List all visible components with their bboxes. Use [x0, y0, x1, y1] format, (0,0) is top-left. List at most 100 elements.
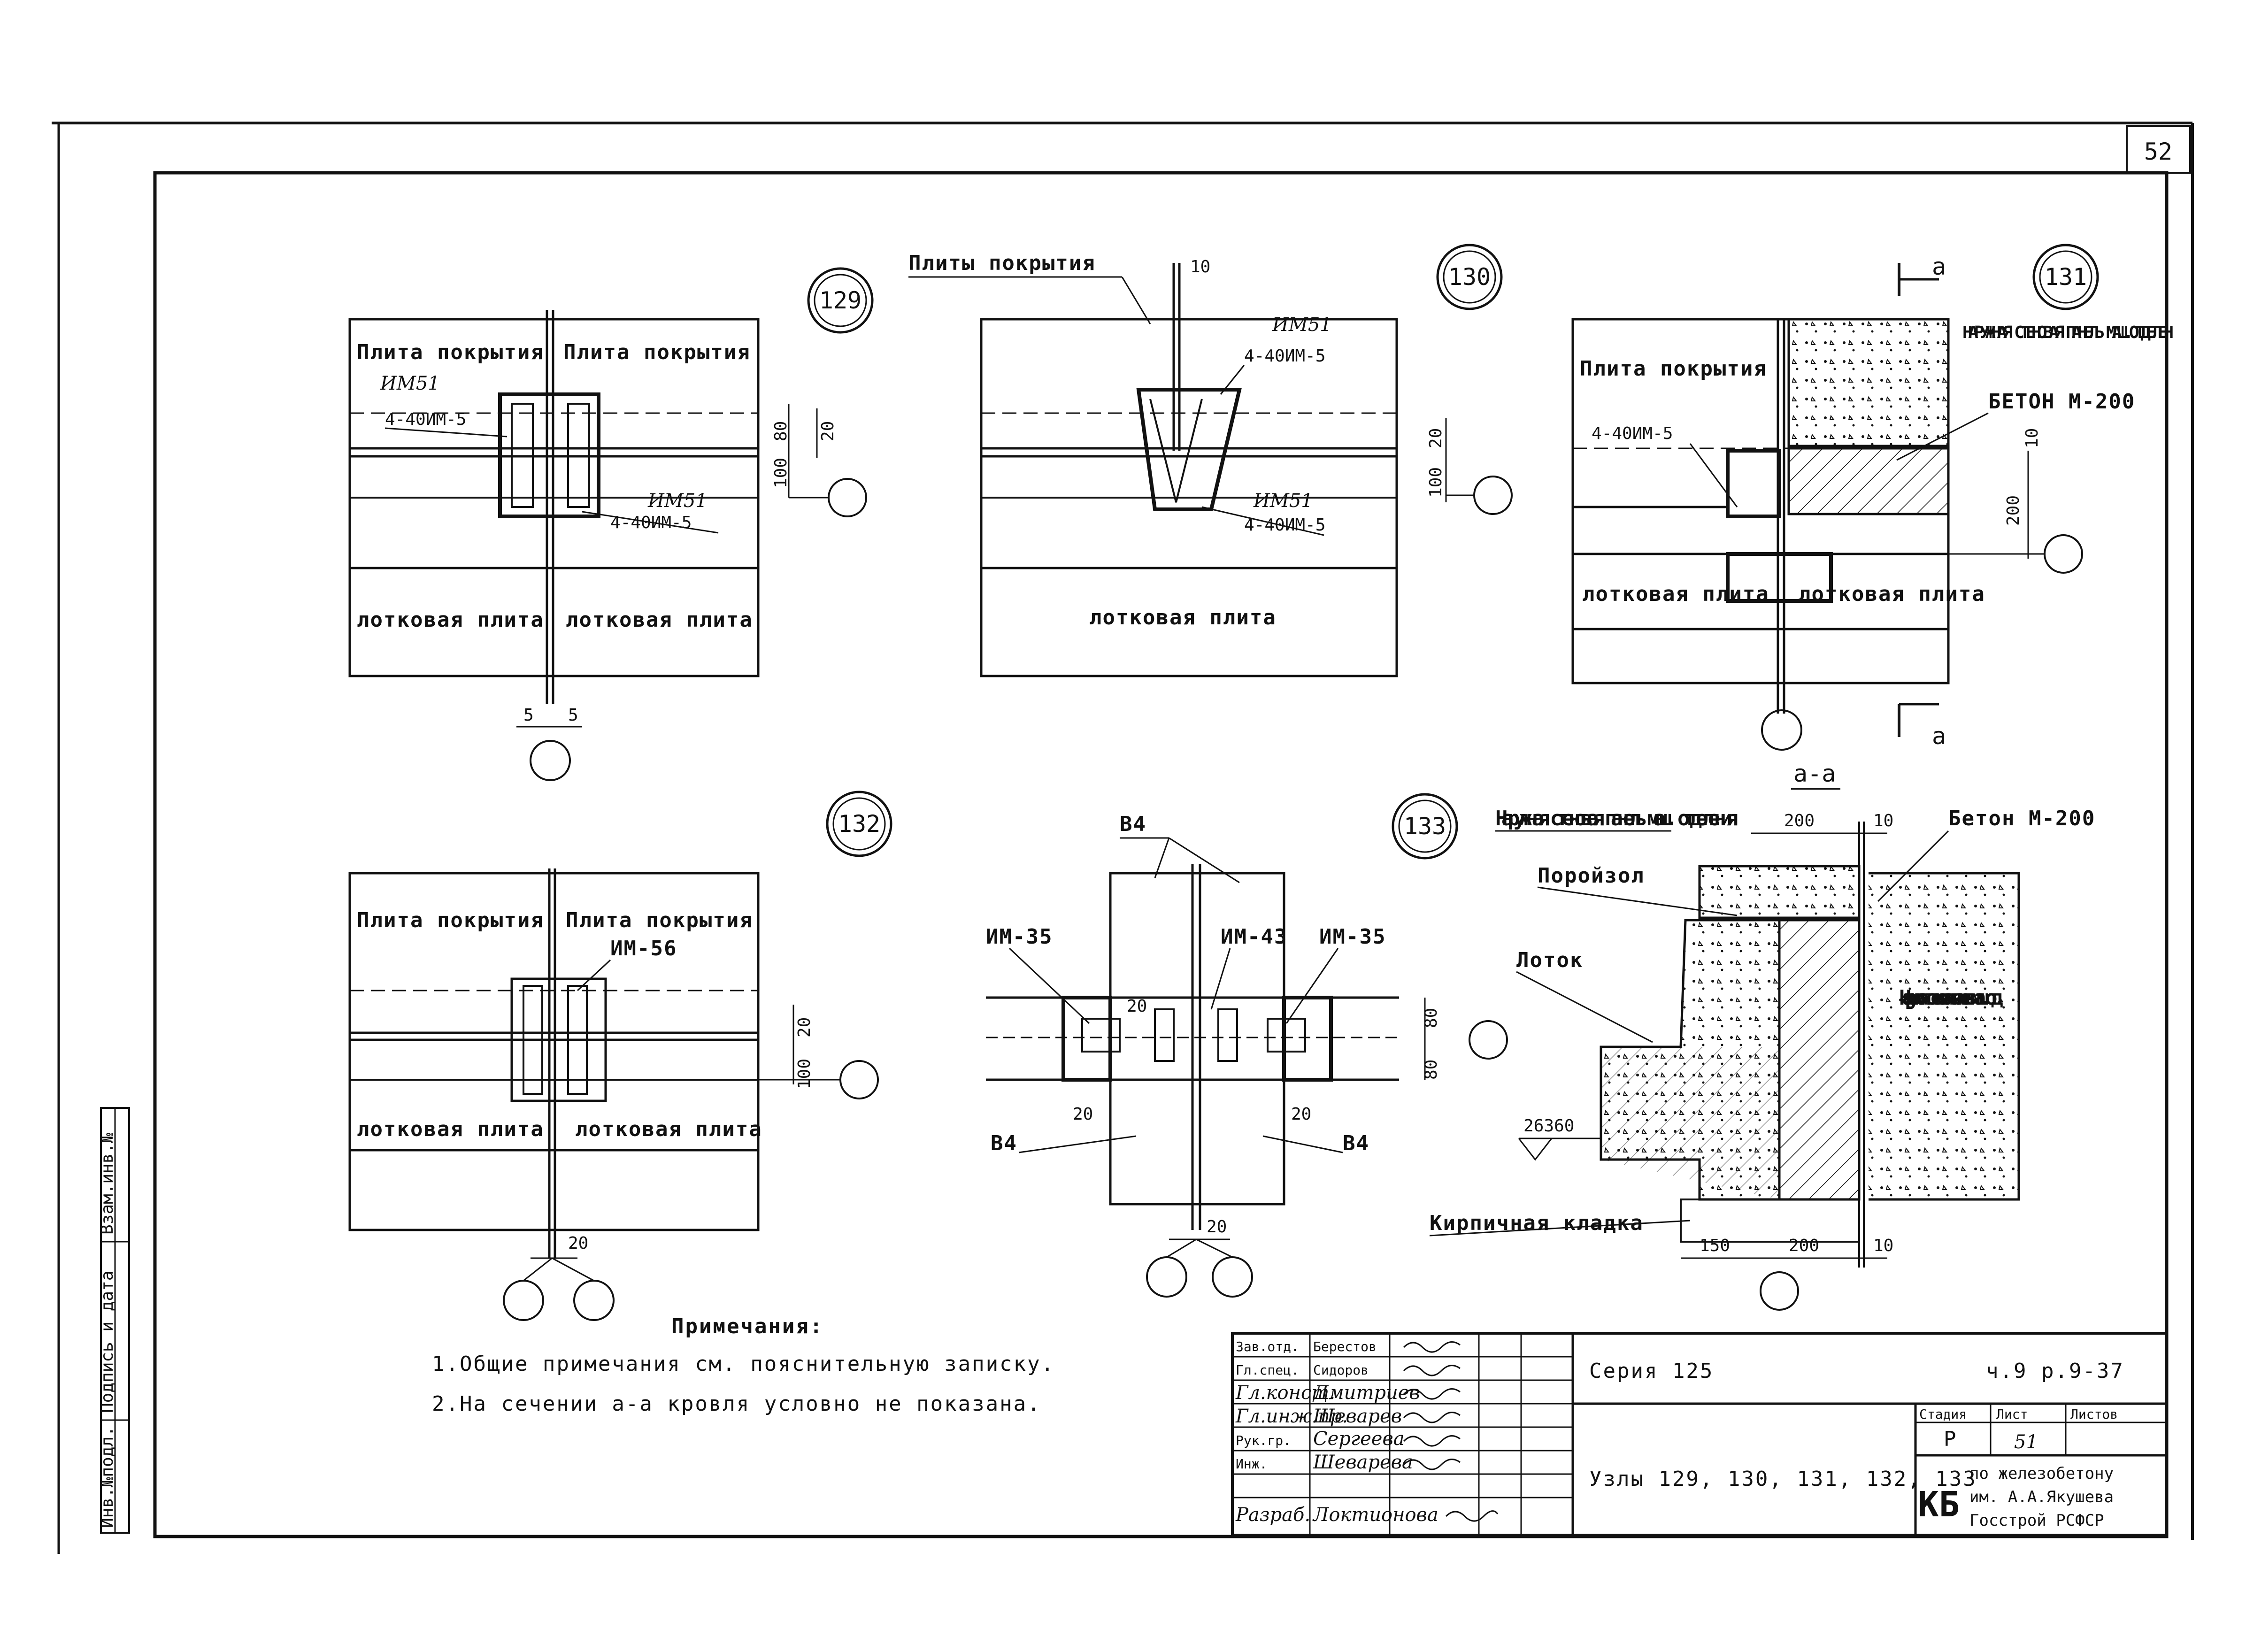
im35-left: ИМ-35	[986, 925, 1053, 949]
elevation-mark: 26360	[1523, 1116, 1574, 1136]
svg-text:Стадия: Стадия	[1919, 1406, 1967, 1422]
outer-frame	[52, 122, 2194, 1554]
label-top-left: Плита покрытия	[357, 908, 544, 932]
side-stamp: Инв.№подл. Подпись и дата Взам.инв.№	[98, 1107, 130, 1534]
im35-right: ИМ-35	[1319, 925, 1386, 949]
node-129: 129 Плита покрытия Плита покрытия лотков…	[348, 267, 874, 781]
svg-text:20: 20	[568, 1234, 588, 1253]
anchor-label: ИМ-56	[610, 937, 677, 960]
svg-text:Гл.спец.: Гл.спец.	[1236, 1362, 1299, 1378]
anchor-label: 4-40ИМ-5	[1592, 424, 1673, 443]
label-top-left: Плита покрытия	[357, 340, 544, 364]
svg-text:100: 100	[1426, 467, 1446, 498]
svg-text:20: 20	[1207, 1217, 1227, 1237]
signatures	[1403, 1341, 1499, 1522]
svg-text:Сергеева: Сергеева	[1313, 1428, 1405, 1450]
handwritten-note: ИМ51	[647, 490, 708, 512]
label-bot-right: лотковая плита	[566, 608, 753, 632]
node130-title: Плиты покрытия	[908, 251, 1096, 275]
node-marker: 129	[807, 267, 874, 334]
label-bot-right: лотковая плита	[1798, 582, 1985, 606]
label-b4-left: В4	[991, 1131, 1017, 1155]
svg-text:131: 131	[2045, 263, 2087, 291]
node-133: 133 В4 ИМ-35 ИМ-43 ИМ-35 20 80 80 20 20 …	[986, 793, 1508, 1298]
svg-text:Р: Р	[1944, 1427, 1958, 1451]
label-panel: Наружная стеновая панель маш. отделения	[1495, 807, 1739, 830]
notes: Примечания: 1.Общие примечания см. поясн…	[432, 1314, 1054, 1416]
label-brick: Кирпичная кладка	[1430, 1211, 1644, 1235]
side-stamp-sign: Подпись и дата	[98, 1271, 117, 1413]
label-bot-left: лотковая плита	[357, 608, 544, 632]
svg-text:Дмитриев: Дмитриев	[1312, 1382, 1420, 1404]
inner-frame	[153, 171, 2169, 1538]
svg-text:Разраб.: Разраб.	[1235, 1504, 1310, 1526]
label-lotok: Лоток	[1516, 948, 1583, 972]
label-top-right: Плита покрытия	[566, 908, 753, 932]
svg-text:Зав.отд.: Зав.отд.	[1236, 1339, 1299, 1354]
node-131: 131 а Плита покрытия НАРУЖНАЯ СТЕНОВАЯ П…	[1571, 244, 2174, 751]
names-column: Берестов Сидоров Дмитриев Шеварев Сергее…	[1312, 1339, 1438, 1526]
svg-text:Гл.инж.пр.: Гл.инж.пр.	[1235, 1406, 1348, 1427]
label-concrete: Бетон М-200	[1948, 807, 2095, 830]
label-bot-right: лотковая плита	[575, 1117, 762, 1141]
page-number: 52	[2144, 138, 2172, 165]
node-132: 132 Плита покрытия Плита покрытия ИМ-56 …	[348, 791, 892, 1321]
anchor-label: 4-40ИМ-5	[1244, 515, 1325, 535]
svg-text:200: 200	[1789, 1236, 1819, 1255]
handwritten-note: ИМ51	[380, 373, 440, 394]
node-marker: 131	[2032, 244, 2099, 310]
section-mark: а	[1932, 253, 1946, 280]
svg-text:20: 20	[818, 421, 838, 441]
svg-text:Шеварева: Шеварева	[1313, 1452, 1413, 1473]
svg-text:20: 20	[1127, 997, 1147, 1016]
label-b4-top: В4	[1120, 812, 1146, 836]
svg-text:Лист: Лист	[1996, 1406, 2028, 1422]
note-item: 2.На сечении а-а кровля условно не показ…	[432, 1392, 1041, 1416]
svg-text:20: 20	[1073, 1105, 1093, 1124]
drawing-title: Узлы 129, 130, 131, 132, 133	[1589, 1467, 1977, 1491]
roles-column: Зав.отд. Гл.спец. Гл.конст. Гл.инж.пр. Р…	[1235, 1339, 1348, 1526]
svg-text:80: 80	[771, 421, 791, 441]
label-bot-left: лотковая плита	[357, 1117, 544, 1141]
node-marker: 132	[826, 791, 892, 857]
svg-text:Инж.: Инж.	[1236, 1456, 1267, 1472]
svg-text:20: 20	[795, 1017, 814, 1037]
title-block: Зав.отд. Гл.спец. Гл.конст. Гл.инж.пр. Р…	[1231, 1332, 2168, 1537]
svg-text:132: 132	[838, 810, 880, 838]
svg-text:150: 150	[1700, 1236, 1730, 1255]
anchor-label: 4-40ИМ-5	[385, 410, 466, 429]
im43: ИМ-43	[1221, 925, 1287, 949]
svg-text:Шеварев: Шеварев	[1313, 1406, 1402, 1427]
label-porozol: Поройзол	[1538, 864, 1645, 888]
label-bot-left: лотковая плита	[1582, 582, 1769, 606]
svg-text:10: 10	[1190, 257, 1210, 277]
org-logo: КБ	[1918, 1484, 1960, 1525]
node-marker: 133	[1392, 793, 1458, 860]
label-bot: лотковая плита	[1089, 606, 1277, 630]
svg-text:20: 20	[1426, 428, 1446, 448]
svg-text:Берестов: Берестов	[1313, 1339, 1377, 1354]
series-label: Серия 125	[1589, 1359, 1714, 1383]
svg-text:им. А.А.Якушева: им. А.А.Якушева	[1969, 1488, 2114, 1506]
svg-text:10: 10	[1873, 811, 1893, 830]
svg-text:ИМ51: ИМ51	[1253, 490, 1313, 512]
svg-text:51: 51	[2014, 1431, 2038, 1453]
svg-text:по железобетону: по железобетону	[1969, 1464, 2114, 1483]
label-top-right: Плита покрытия	[563, 340, 751, 364]
svg-text:5: 5	[523, 706, 534, 725]
section-aa: а-а Наружная стеновая панель маш. отделе…	[1429, 760, 2095, 1311]
svg-text:20: 20	[1291, 1105, 1311, 1124]
svg-text:Госстрой РСФСР: Госстрой РСФСР	[1969, 1511, 2104, 1530]
svg-text:133: 133	[1404, 813, 1446, 840]
svg-text:10: 10	[2023, 428, 2042, 448]
svg-text:100: 100	[771, 458, 791, 488]
node-130: 130 Плиты покрытия 10 ИМ51 4-40ИМ-5 ИМ51…	[908, 244, 1513, 677]
section-title: а-а	[1793, 760, 1836, 787]
svg-text:129: 129	[819, 287, 861, 314]
page-number-box: 52	[2126, 125, 2191, 174]
label-b4-right: В4	[1343, 1131, 1369, 1155]
svg-text:Локтионова: Локтионова	[1312, 1504, 1438, 1526]
label-panel: НАРУЖНАЯ СТЕНОВАЯ ПАНЕЛЬ МАШ.ОТДЕЛЕН	[1962, 323, 2174, 342]
label-top-left: Плита покрытия	[1580, 357, 1767, 381]
